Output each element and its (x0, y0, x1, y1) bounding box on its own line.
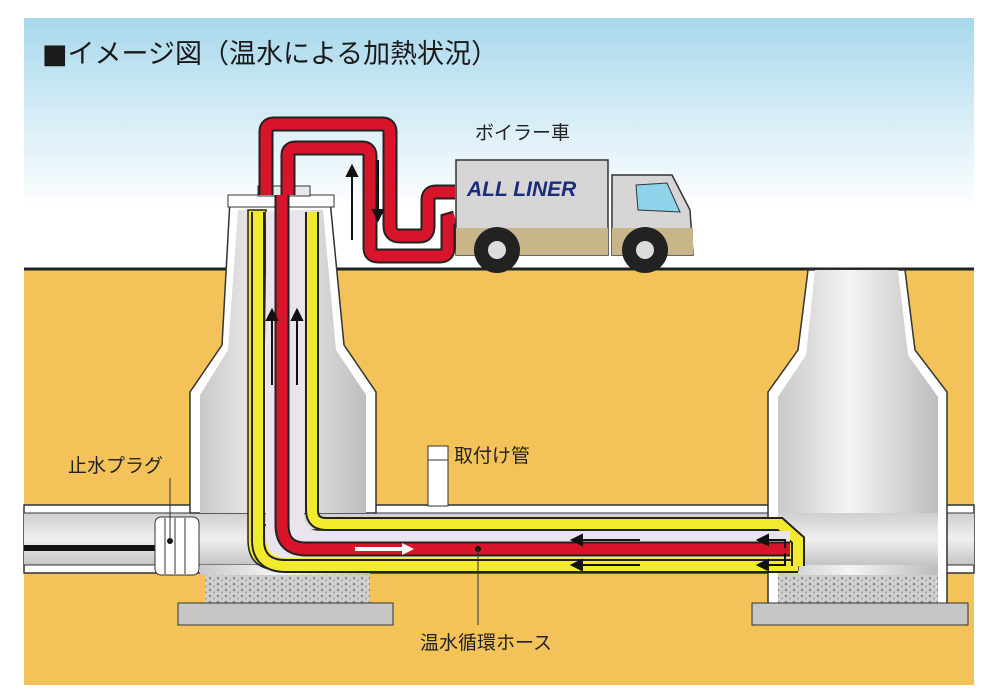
boiler-truck-label: ボイラー車 (475, 122, 571, 144)
truck-logo: ALL LINER (467, 178, 577, 201)
hot-water-hose-label: 温水循環ホース (420, 632, 553, 654)
water-stop-plug-cable (24, 545, 159, 551)
boiler-truck (455, 159, 694, 273)
lateral-pipe (427, 445, 449, 507)
white-flow-arrow (355, 543, 414, 555)
base-slab (177, 602, 394, 626)
flow-arrows (265, 160, 786, 572)
water-stop-plug-label: 止水プラグ (68, 455, 164, 477)
gravel-base (205, 575, 370, 603)
lateral-pipe-label: 取付け管 (454, 445, 531, 467)
right-manhole (751, 269, 969, 626)
diagram-title: ■イメージ図（温水による加熱状況） (42, 39, 499, 70)
water-stop-plug (154, 478, 200, 576)
